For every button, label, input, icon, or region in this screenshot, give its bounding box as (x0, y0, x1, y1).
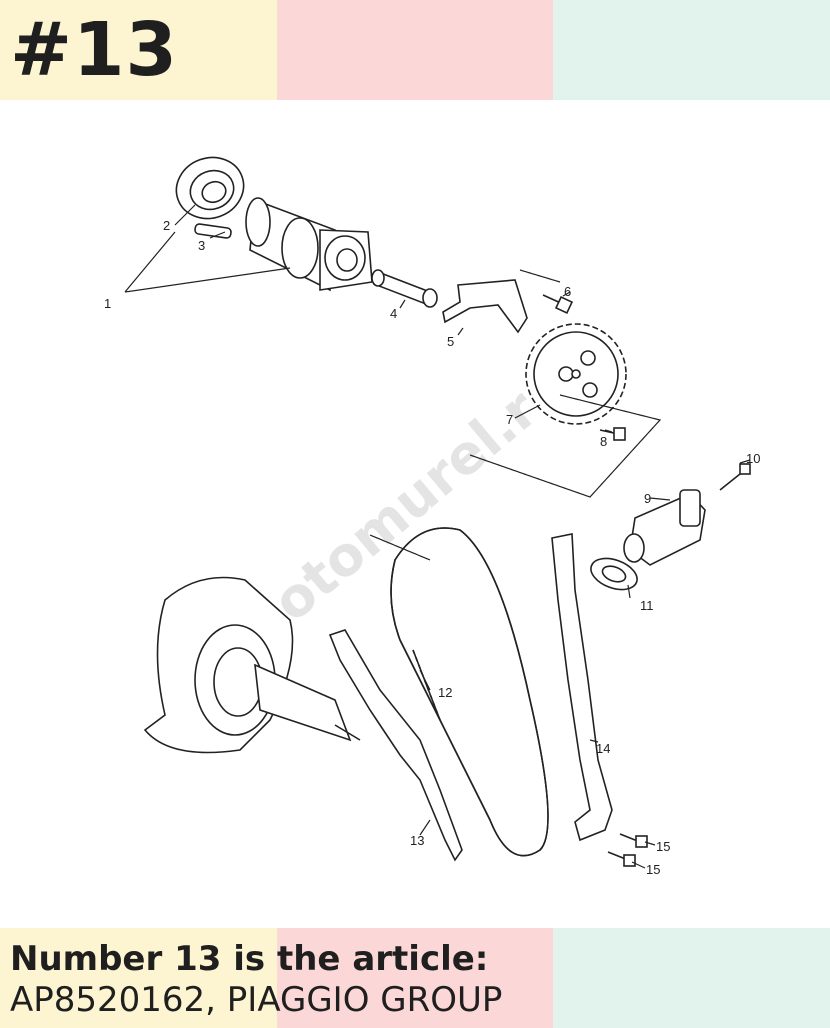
crankshaft-part (143, 576, 361, 754)
callout-15b: 15 (646, 862, 660, 877)
callout-1: 1 (104, 296, 111, 311)
callout-14: 14 (596, 741, 610, 756)
callout-6: 6 (564, 284, 571, 299)
bolt-part-8 (599, 427, 626, 441)
leader-lines (124, 204, 751, 869)
footer-band-mint (553, 928, 830, 1028)
sprocket-part (525, 323, 627, 425)
header-band-yellow (0, 0, 277, 100)
timing-chain-part (390, 527, 549, 857)
footer-band-pink (277, 928, 553, 1028)
footer-article-number: AP8520162, PIAGGIO GROUP (10, 980, 503, 1020)
header-band-pink (277, 0, 553, 100)
callout-11: 11 (640, 598, 654, 613)
callout-15a: 15 (656, 839, 670, 854)
bearing-part (175, 156, 245, 220)
footer-heading: Number 13 is the article: (10, 939, 489, 979)
header-band-mint (553, 0, 830, 100)
callout-9: 9 (644, 491, 651, 506)
callout-3: 3 (198, 238, 205, 253)
header-color-band (0, 0, 830, 100)
camshaft-part (245, 197, 373, 292)
exploded-parts-diagram: motomurel.r (104, 156, 760, 877)
callout-7: 7 (506, 412, 513, 427)
callout-5: 5 (447, 334, 454, 349)
bolt-part-15 (607, 833, 648, 867)
callout-13: 13 (410, 833, 424, 848)
footer-color-band (0, 928, 830, 1028)
gasket-part (590, 557, 638, 591)
callout-8: 8 (600, 434, 607, 449)
bracket-part (442, 279, 528, 334)
footer-band-yellow (0, 928, 277, 1028)
callout-2: 2 (163, 218, 170, 233)
bolt-part-10 (719, 463, 751, 491)
callout-4: 4 (390, 306, 397, 321)
tensioner-part (623, 489, 706, 566)
tensioner-slide-part (551, 533, 613, 842)
chain-segment-part (412, 649, 441, 721)
callout-10: 10 (746, 451, 760, 466)
callout-12: 12 (438, 685, 452, 700)
shaft-part (371, 269, 438, 308)
bolt-part-6 (542, 294, 574, 315)
chain-guide-part (328, 629, 463, 862)
part-number-title: #13 (10, 7, 178, 93)
pin-part (194, 223, 232, 239)
